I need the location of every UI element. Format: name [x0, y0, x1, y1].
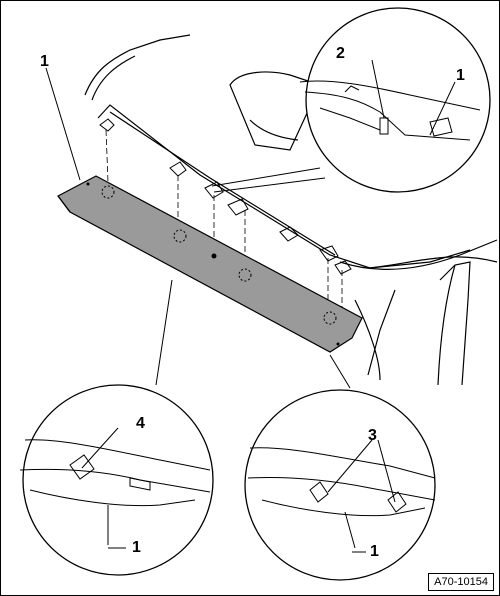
detail-leaders: [155, 167, 351, 389]
trim-panel: [57, 175, 363, 353]
clip-mounts: [99, 118, 352, 275]
callout-upper-clip: 2: [336, 45, 345, 62]
windshield-frame: [84, 34, 498, 386]
callout-bottom-left-trim: 1: [132, 539, 141, 556]
callout-upper-trim: 1: [456, 67, 465, 84]
callout-main-trim: 1: [40, 53, 49, 70]
detail-circle-left: [19, 384, 214, 576]
main-trim-leader: [45, 67, 81, 181]
callout-bottom-right-trim: 1: [370, 543, 379, 560]
detail-circle-right: [244, 389, 436, 581]
callout-bottom-right-clips: 3: [368, 427, 377, 444]
callout-bottom-left-clip: 4: [136, 415, 145, 432]
reference-code: A70-10154: [428, 573, 494, 591]
detail-circle-upper: [299, 7, 491, 193]
